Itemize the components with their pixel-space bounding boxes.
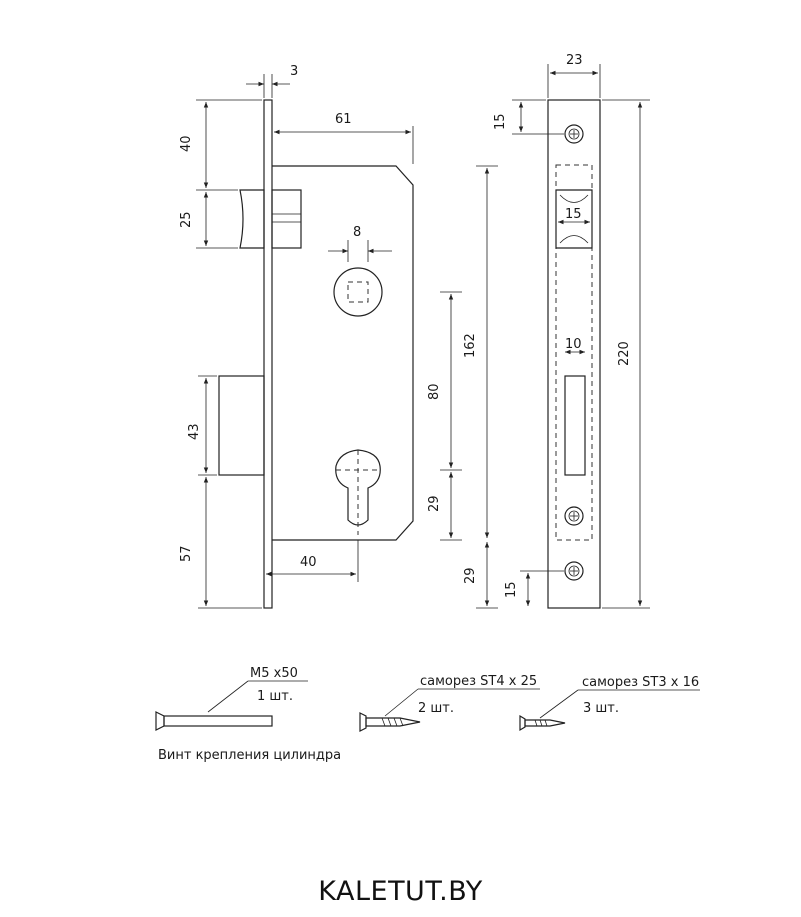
accessory-cylinder-screw: M5 x50 1 шт. Винт крепления цилиндра [155, 666, 341, 763]
latch-bolt [239, 189, 265, 249]
dim-strike-top-hole: 15 [493, 113, 508, 130]
dim-handle-to-cylinder: 80 [427, 383, 442, 400]
strike-screw-bottom [564, 561, 584, 581]
dim-body-height: 162 [463, 333, 478, 358]
dim-strike-width: 23 [566, 53, 583, 68]
dim-bolt-opening: 10 [565, 337, 582, 352]
latch-tail [271, 189, 302, 249]
dim-spindle: 8 [353, 225, 361, 240]
latch-opening [555, 189, 593, 249]
accessory-3-name: саморез ST3 x 16 [582, 675, 699, 690]
dim-bottom-margin: 29 [463, 567, 478, 584]
strike-screw-top [564, 124, 584, 144]
accessory-2-qty: 2 шт. [418, 701, 454, 716]
spindle-hub [333, 267, 383, 317]
dim-latch-opening: 15 [565, 207, 582, 222]
cylinder-cutout [335, 449, 381, 526]
dim-backset: 40 [300, 555, 317, 570]
strike-box-outline [555, 164, 593, 541]
dim-bolt-height: 43 [187, 423, 202, 440]
accessory-1-name: M5 x50 [250, 666, 298, 681]
accessory-3-qty: 3 шт. [583, 701, 619, 716]
screw-head-icon [155, 711, 165, 731]
lock-side-view [218, 99, 414, 609]
faceplate [263, 99, 273, 609]
accessory-1-caption: Винт крепления цилиндра [158, 748, 341, 763]
lock-dimensions: 3 61 40 25 8 43 57 40 [179, 64, 498, 609]
spindle-square [347, 281, 369, 303]
lock-case [272, 165, 414, 541]
dim-strike-height: 220 [617, 341, 632, 366]
dim-strike-bottom-hole: 15 [504, 581, 519, 598]
brand-watermark: KALETUT.BY [318, 876, 483, 907]
strike-plate [547, 99, 601, 609]
dim-cylinder-to-bottom: 29 [427, 495, 442, 512]
strike-dimensions: 23 15 15 10 220 15 [493, 53, 650, 609]
accessory-2-name: саморез ST4 x 25 [420, 674, 537, 689]
accessory-1-qty: 1 шт. [257, 689, 293, 704]
dead-bolt [218, 375, 265, 476]
strike-plate-outline [547, 99, 601, 609]
screw-st4-icon [359, 712, 367, 732]
accessory-st3-screw: саморез ST3 x 16 3 шт. [519, 675, 700, 732]
accessory-st4-screw: саморез ST4 x 25 2 шт. [359, 674, 540, 732]
dim-bolt-to-bottom: 57 [179, 545, 194, 562]
strike-screw-middle [564, 506, 584, 526]
bolt-opening [564, 375, 586, 476]
dim-top-to-latch: 40 [179, 135, 194, 152]
screw-st3-icon [519, 714, 526, 732]
dim-body-depth: 61 [335, 112, 352, 127]
dim-latch-height: 25 [179, 211, 194, 228]
dim-faceplate-thickness: 3 [290, 64, 298, 79]
